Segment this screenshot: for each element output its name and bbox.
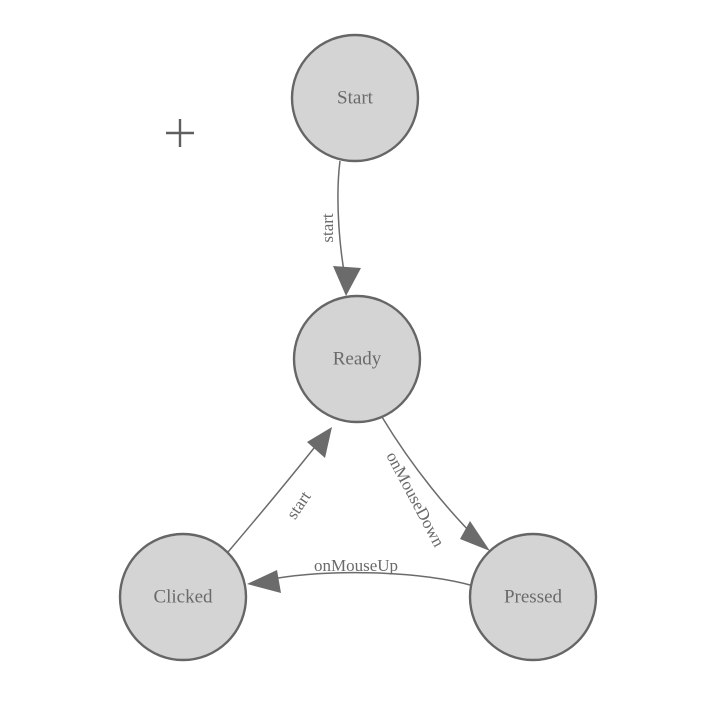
node-label: Pressed bbox=[504, 586, 563, 607]
arrowhead-icon bbox=[333, 266, 361, 296]
edge-line bbox=[227, 442, 319, 553]
edge-line bbox=[265, 571, 475, 587]
node-label: Clicked bbox=[153, 586, 213, 607]
node-pressed[interactable]: Pressed bbox=[468, 532, 598, 662]
node-shape bbox=[290, 33, 420, 163]
node-shape bbox=[292, 294, 422, 424]
edge-line bbox=[337, 160, 346, 278]
node-shape bbox=[468, 532, 598, 662]
node-clicked[interactable]: Clicked bbox=[118, 532, 248, 662]
edges-layer bbox=[227, 160, 490, 593]
edge-label-ready-to-pressed: onMouseDown bbox=[382, 449, 448, 551]
edge-ready-to-pressed[interactable] bbox=[381, 416, 490, 551]
edge-label-pressed-to-clicked: onMouseUp bbox=[314, 556, 398, 575]
node-label: Start bbox=[337, 87, 374, 108]
edge-start-to-ready[interactable] bbox=[333, 160, 361, 296]
edge-label-start-to-ready: start bbox=[318, 213, 337, 243]
node-shape bbox=[118, 532, 248, 662]
edge-label-clicked-to-ready: start bbox=[283, 487, 315, 522]
arrowhead-icon bbox=[460, 521, 490, 551]
edge-clicked-to-ready[interactable] bbox=[227, 427, 332, 553]
edge-pressed-to-clicked[interactable] bbox=[247, 570, 475, 593]
crosshair-cursor-icon bbox=[166, 119, 194, 147]
nodes-layer: Start Ready Clicked Pressed bbox=[118, 33, 598, 662]
arrowhead-icon bbox=[307, 427, 332, 458]
arrowhead-icon bbox=[247, 570, 281, 593]
node-ready[interactable]: Ready bbox=[292, 294, 422, 424]
node-label: Ready bbox=[333, 348, 382, 369]
node-start[interactable]: Start bbox=[290, 33, 420, 163]
